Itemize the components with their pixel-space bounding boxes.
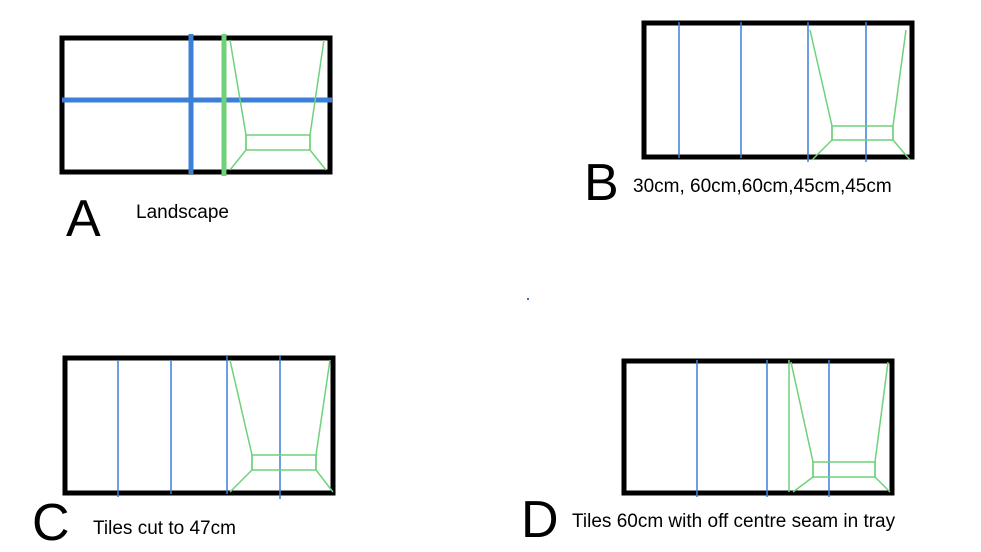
panel-d-tray — [788, 360, 891, 493]
panel-a-letter: A — [66, 190, 101, 248]
panel-a-drawing — [59, 34, 333, 176]
panel-b-letter: B — [584, 154, 619, 212]
panel-a-tray — [229, 39, 327, 171]
panel-c-tray — [229, 359, 334, 493]
panel-d-seams — [696, 360, 830, 497]
panel-b-drawing — [641, 20, 915, 162]
panel-c-frame — [62, 355, 336, 496]
panel-b-caption: 30cm, 60cm,60cm,45cm,45cm — [633, 176, 892, 197]
panel-a-caption: Landscape — [136, 202, 229, 223]
panel-c-seams — [117, 356, 281, 499]
stray-dot — [527, 298, 529, 300]
panel-c-drawing — [62, 355, 336, 499]
panel-c-letter: C — [32, 494, 70, 552]
panel-d-drawing — [621, 358, 895, 497]
panel-b-frame — [641, 20, 915, 160]
panel-d-caption: Tiles 60cm with off centre seam in tray — [572, 511, 896, 532]
panel-d-frame — [621, 358, 895, 496]
panel-b-seams — [678, 22, 867, 162]
panel-d-letter: D — [521, 491, 559, 549]
panel-a-frame — [59, 35, 333, 175]
panel-c-caption: Tiles cut to 47cm — [93, 518, 236, 539]
panel-b-tray — [809, 29, 911, 161]
